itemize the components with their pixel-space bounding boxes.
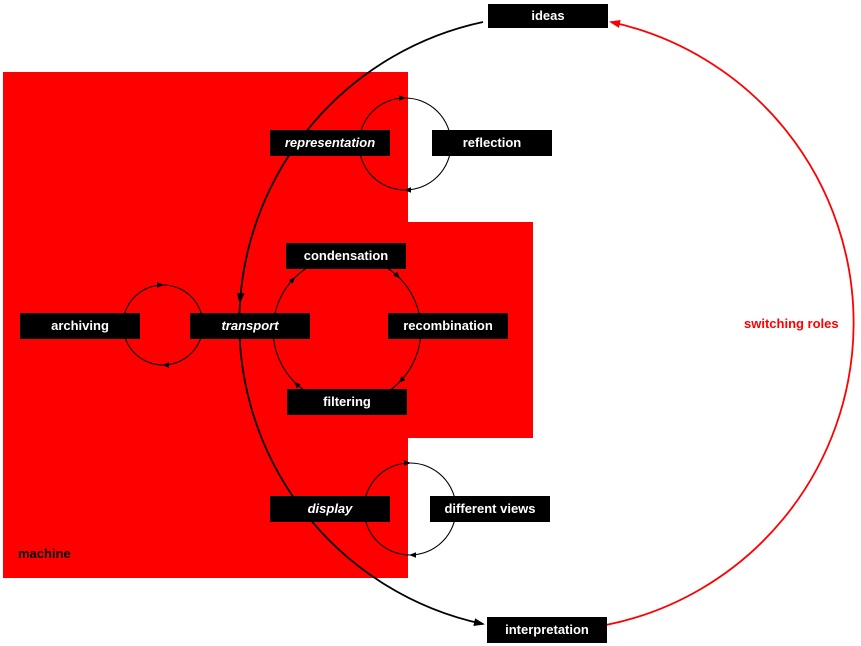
node-display: display	[270, 496, 390, 522]
node-archiving: archiving	[20, 313, 140, 339]
outer-arc-upper-segment	[236, 21, 484, 304]
node-representation: representation	[270, 130, 390, 156]
node-different-views: different views	[430, 496, 550, 522]
machine-label: machine	[18, 546, 71, 561]
switching-roles-arc	[605, 20, 855, 626]
node-condensation: condensation	[286, 243, 406, 269]
node-transport: transport	[190, 313, 310, 339]
switching-roles-label: switching roles	[744, 316, 839, 331]
node-ideas: ideas	[488, 4, 608, 28]
node-reflection: reflection	[432, 130, 552, 156]
node-recombination: recombination	[388, 313, 508, 339]
node-filtering: filtering	[287, 389, 407, 415]
node-interpretation: interpretation	[487, 617, 607, 643]
